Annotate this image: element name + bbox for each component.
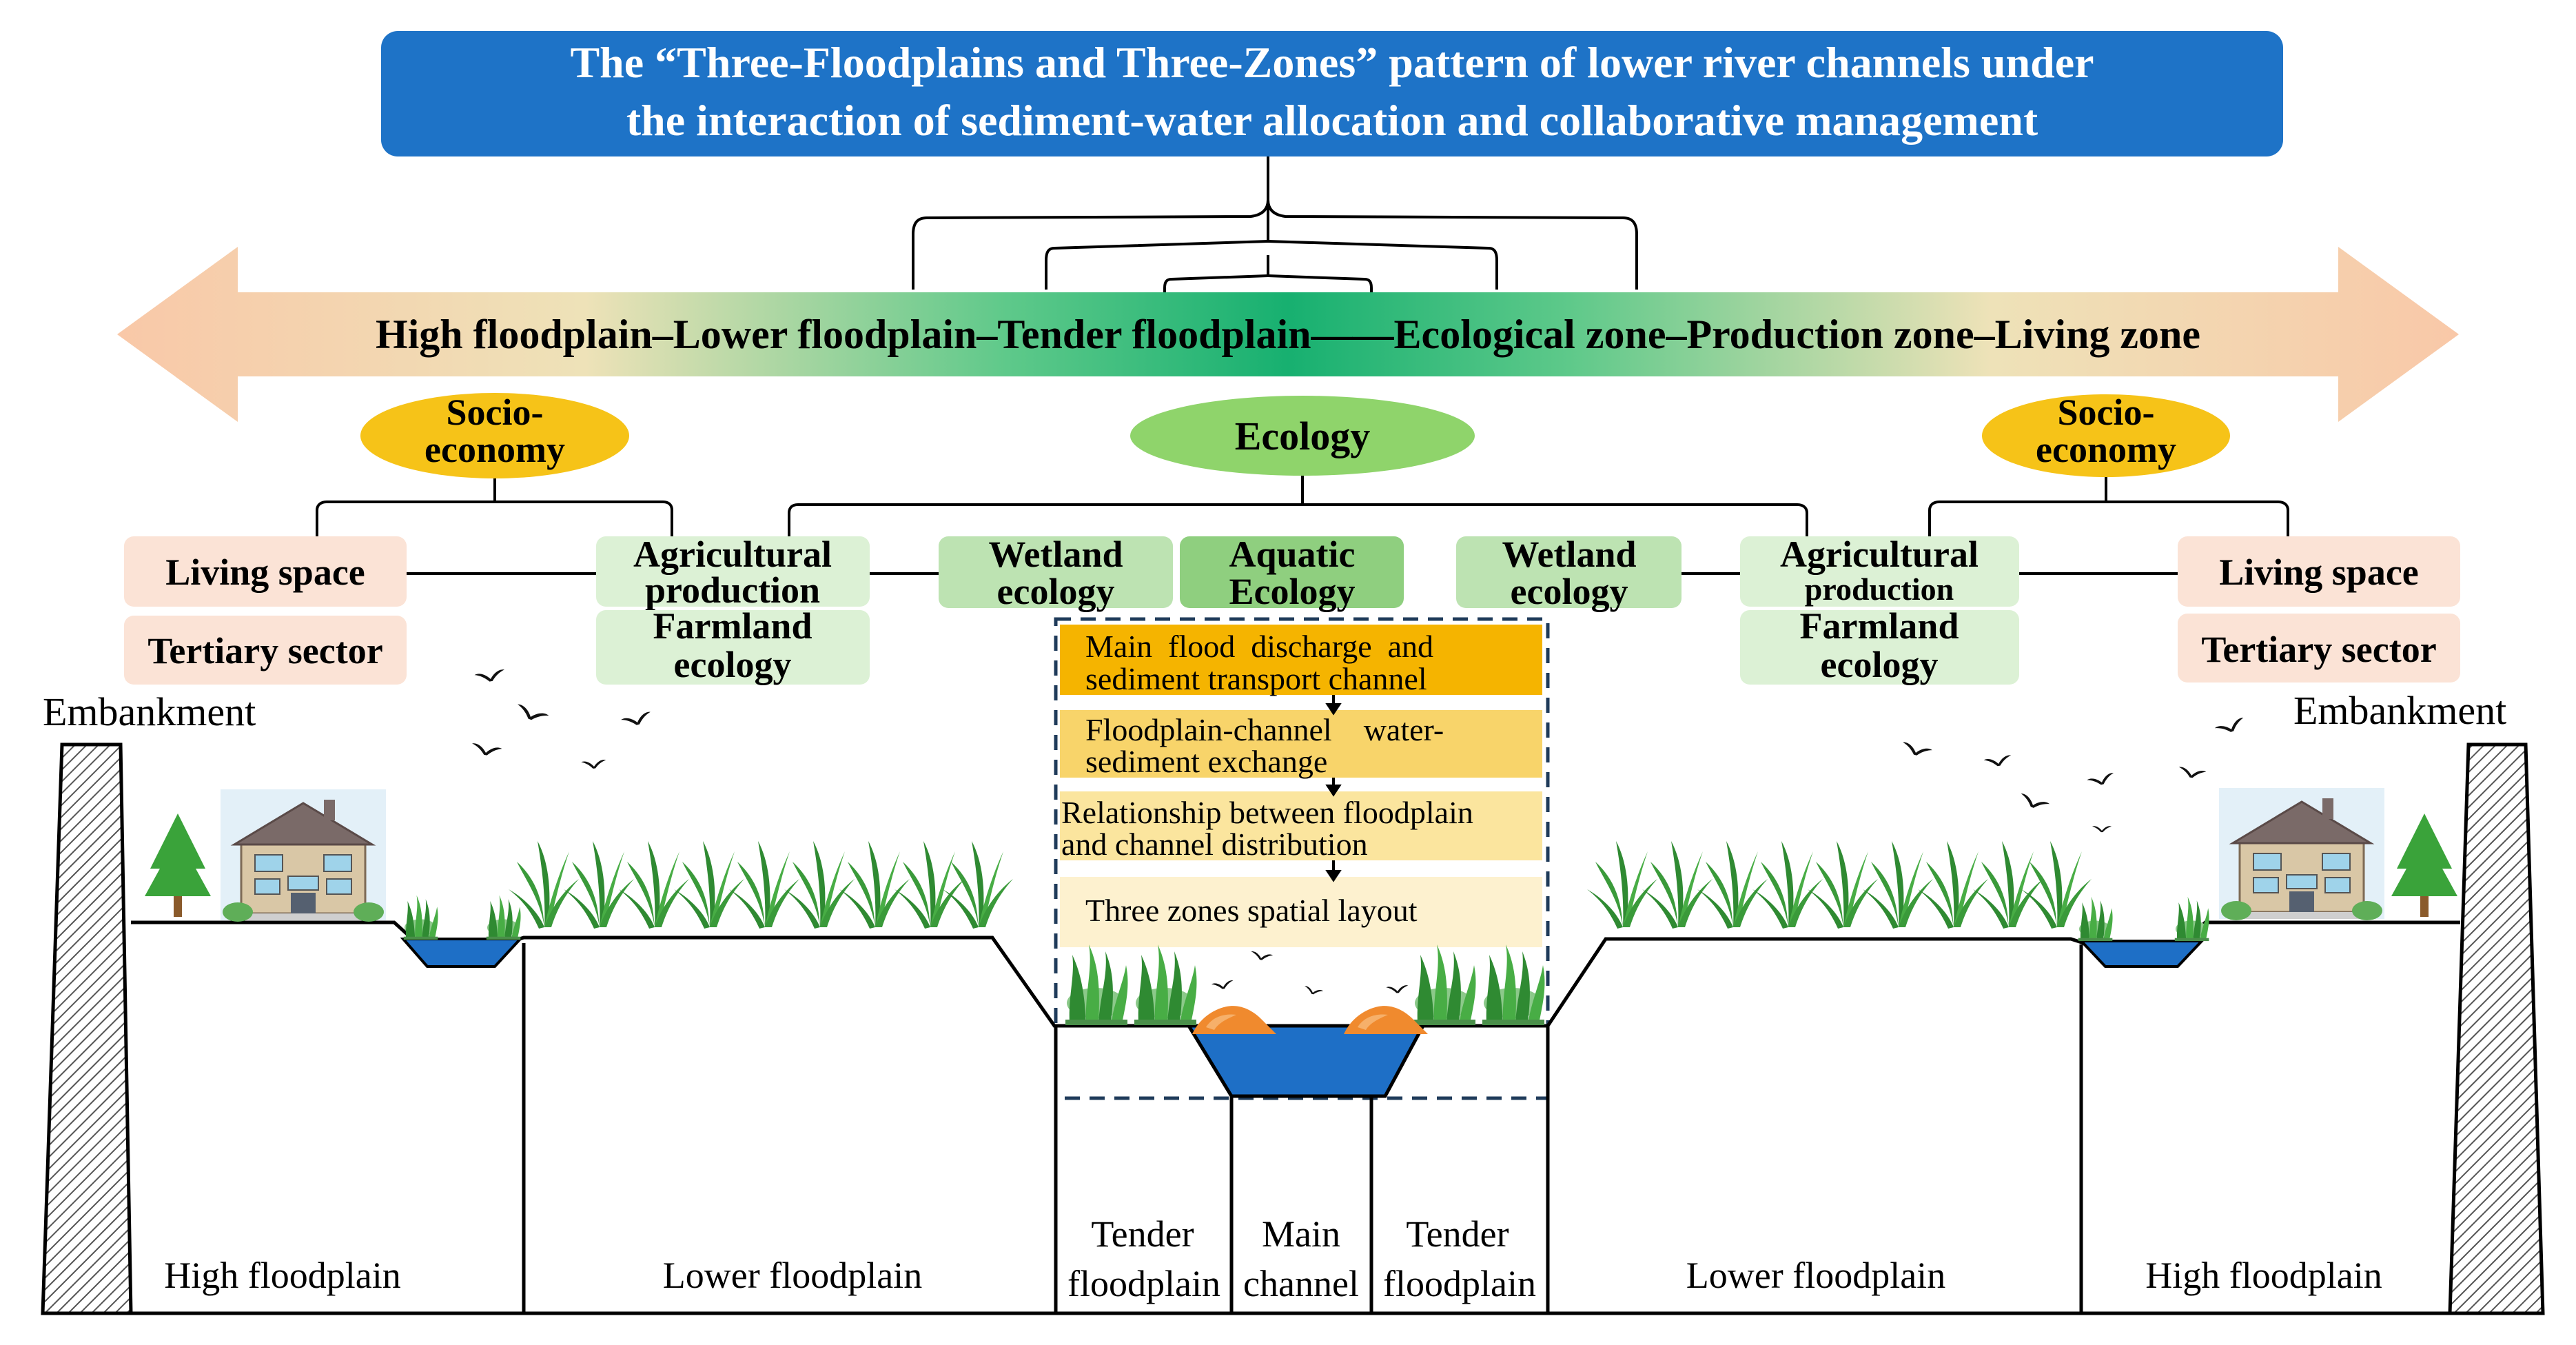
wetland-right-line1: Wetland <box>1502 534 1636 575</box>
tree-left-icon <box>145 813 211 917</box>
grass-row-left <box>509 841 1013 929</box>
box-aquatic: Aquatic Ecology <box>1180 534 1404 612</box>
zone-labels: High floodplain Lower floodplain Tender … <box>164 1213 2382 1304</box>
wetland-right-line2: ecology <box>1511 571 1628 612</box>
birds-right <box>1900 717 2247 833</box>
farm-right-line1: Farmland <box>1799 605 1959 647</box>
tender-reeds <box>1065 944 1545 1025</box>
wetland-left-line2: ecology <box>997 571 1115 612</box>
birds-center <box>1211 951 1409 997</box>
step2-line2: sediment exchange <box>1085 744 1327 779</box>
pond-left <box>400 938 524 968</box>
box-agri-right: Agricultural production <box>1740 534 2019 607</box>
box-tertiary-left: Tertiary sector <box>124 616 407 685</box>
zone-high-left: High floodplain <box>164 1255 400 1296</box>
box-wetland-right: Wetland ecology <box>1456 534 1681 612</box>
agri-left-line2: production <box>645 569 820 611</box>
agri-right-line2: production <box>1805 572 1954 607</box>
step4-line1: Three zones spatial layout <box>1085 893 1418 928</box>
ecology-label: Ecology <box>1235 414 1371 458</box>
box-farm-left: Farmland ecology <box>596 605 870 685</box>
embankment-right <box>2448 742 2545 1315</box>
water-bodies <box>400 938 2205 1098</box>
grass-row-right <box>1587 841 2092 929</box>
category-brackets <box>316 476 2289 538</box>
sediment-left-icon <box>1192 1006 1276 1034</box>
box-living-left: Living space <box>124 536 407 607</box>
aquatic-line1: Aquatic <box>1229 534 1355 575</box>
title-line2: the interaction of sediment-water alloca… <box>626 96 2038 145</box>
zone-tender-right-line1: Tender <box>1406 1213 1509 1255</box>
title-box: The “Three-Floodplains and Three-Zones” … <box>381 31 2283 156</box>
banner-text: High floodplain–Lower floodplain–Tender … <box>376 312 2200 357</box>
embankment-left <box>41 742 133 1315</box>
step2-line1: Floodplain-channel water- <box>1085 712 1444 747</box>
process-step-4: Three zones spatial layout <box>1060 877 1542 947</box>
farm-right-line2: ecology <box>1821 644 1939 685</box>
house-left-icon <box>219 788 387 923</box>
aquatic-line2: Ecology <box>1229 571 1356 612</box>
agri-right-line1: Agricultural <box>1780 534 1979 575</box>
category-ecology: Ecology <box>1130 396 1475 476</box>
category-socio-left: Socio- economy <box>360 392 629 478</box>
tertiary-right-label: Tertiary sector <box>2201 629 2436 670</box>
farm-left-line1: Farmland <box>653 605 812 647</box>
step1-line1: Main flood discharge and <box>1085 629 1433 664</box>
embankment-left-label: Embankment <box>43 689 256 734</box>
title-line1: The “Three-Floodplains and Three-Zones” … <box>570 38 2094 87</box>
box-living-right: Living space <box>2178 536 2460 607</box>
step3-line1: Relationship between floodplain <box>1061 795 1473 830</box>
living-left-label: Living space <box>165 552 365 593</box>
house-right-icon <box>2218 787 2386 922</box>
zone-tender-left-line1: Tender <box>1091 1213 1194 1255</box>
tertiary-left-label: Tertiary sector <box>147 630 382 671</box>
zone-lower-right: Lower floodplain <box>1686 1255 1945 1296</box>
agri-left-line1: Agricultural <box>633 534 832 575</box>
process-dashed-frame <box>1054 617 1550 1100</box>
zone-main-line1: Main <box>1262 1213 1340 1255</box>
pond-right <box>2078 940 2205 968</box>
embankment-right-label: Embankment <box>2293 688 2506 733</box>
wetland-left-line1: Wetland <box>988 534 1123 575</box>
socio-left-line1: Socio- <box>447 392 544 433</box>
process-step-3: Relationship between floodplain and chan… <box>1060 791 1542 862</box>
main-channel-water <box>1185 1024 1427 1098</box>
zone-tender-right-line2: floodplain <box>1383 1263 1536 1304</box>
box-agri-left: Agricultural production <box>596 534 870 611</box>
step3-line2: and channel distribution <box>1061 827 1368 862</box>
socio-right-line2: economy <box>2036 429 2176 470</box>
box-wetland-left: Wetland ecology <box>939 534 1173 612</box>
process-step-1: Main flood discharge and sediment transp… <box>1060 625 1542 696</box>
step1-line2: sediment transport channel <box>1085 661 1427 696</box>
socio-left-line2: economy <box>425 429 565 470</box>
zone-tender-left-line2: floodplain <box>1067 1263 1220 1304</box>
process-step-2: Floodplain-channel water- sediment excha… <box>1060 710 1542 779</box>
title-brackets <box>912 156 1638 292</box>
box-farm-right: Farmland ecology <box>1740 605 2019 685</box>
box-tertiary-right: Tertiary sector <box>2178 614 2460 682</box>
farm-left-line2: ecology <box>674 644 792 685</box>
category-socio-right: Socio- economy <box>1982 392 2230 477</box>
zone-lower-left: Lower floodplain <box>663 1255 922 1296</box>
socio-right-line1: Socio- <box>2058 392 2155 433</box>
zone-main-line2: channel <box>1243 1263 1359 1304</box>
zone-banner-arrow: High floodplain–Lower floodplain–Tender … <box>117 247 2459 422</box>
process-arrows <box>1325 695 1342 882</box>
tree-right-icon <box>2391 813 2457 917</box>
living-right-label: Living space <box>2219 552 2419 593</box>
zone-high-right: High floodplain <box>2145 1255 2382 1296</box>
